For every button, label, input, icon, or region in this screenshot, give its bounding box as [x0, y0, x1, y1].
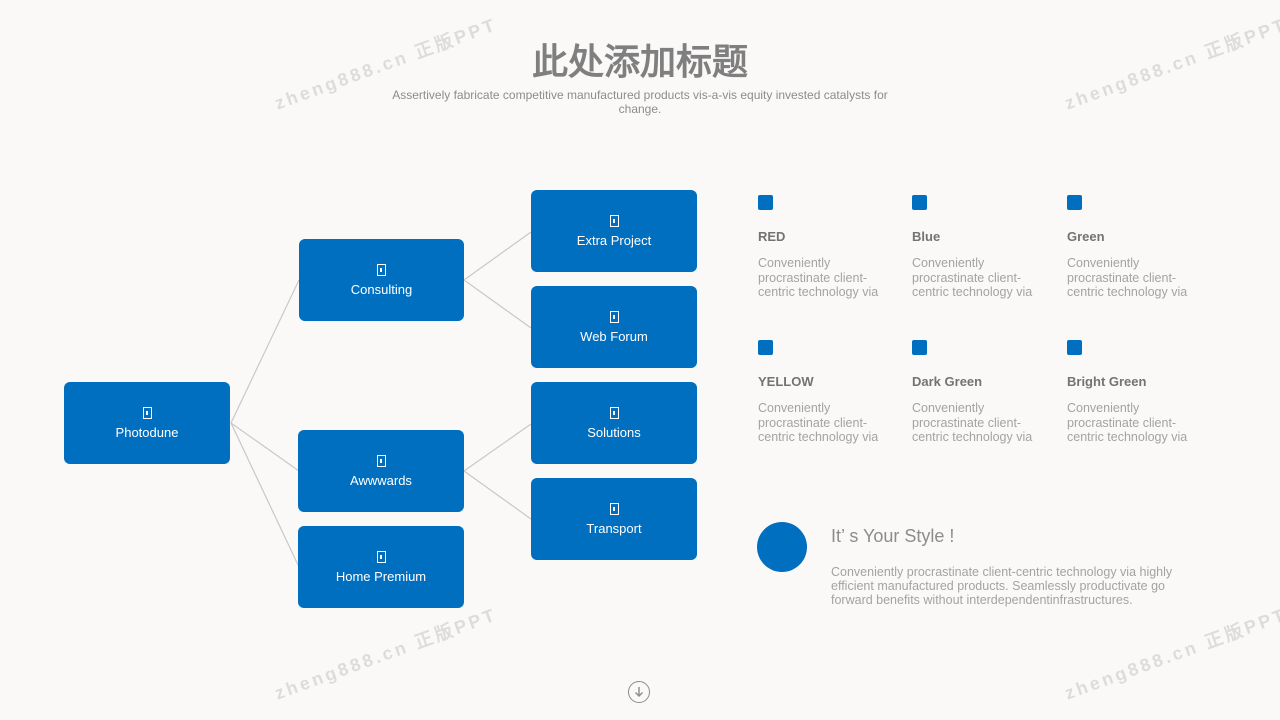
node-label: Extra Project: [576, 232, 652, 248]
node-label: Photodune: [115, 424, 179, 440]
node-label: Web Forum: [580, 328, 648, 344]
legend-swatch: [758, 340, 773, 355]
legend-desc: Conveniently procrastinate client-centri…: [912, 256, 1033, 299]
placeholder-glyph-icon: [609, 214, 619, 227]
style-title: It’ s Your Style !: [831, 526, 955, 546]
legend-item-bright-green: Bright Green Conveniently procrastinate …: [1067, 340, 1207, 445]
node-web-forum: Web Forum: [531, 286, 697, 368]
node-label: Home Premium: [335, 568, 427, 584]
legend-label: Green: [1067, 229, 1105, 244]
node-photodune: Photodune: [64, 382, 230, 464]
node-transport: Transport: [531, 478, 697, 560]
page-title: 此处添加标题: [531, 42, 748, 83]
placeholder-glyph-icon: [609, 502, 619, 515]
legend-item-red: RED Conveniently procrastinate client-ce…: [758, 195, 898, 300]
connector-root-home-premium: [230, 422, 300, 568]
legend-swatch: [758, 195, 773, 210]
node-label: Transport: [586, 520, 642, 536]
node-extra-project: Extra Project: [531, 190, 697, 272]
style-description: Conveniently procrastinate client-centri…: [831, 565, 1173, 607]
placeholder-glyph-icon: [377, 263, 386, 276]
legend-desc: Conveniently procrastinate client-centri…: [1067, 256, 1188, 299]
node-label: Consulting: [350, 281, 413, 297]
connector-consulting-web-forum: [463, 279, 532, 329]
connector-root-awwwards: [230, 422, 300, 472]
connector-consulting-extra-project: [463, 231, 532, 281]
legend-swatch: [912, 195, 927, 210]
legend-swatch: [1067, 340, 1082, 355]
node-solutions: Solutions: [531, 382, 697, 464]
legend-item-dark-green: Dark Green Conveniently procrastinate cl…: [912, 340, 1052, 445]
legend-label: Bright Green: [1067, 374, 1147, 389]
arrow-down-icon: [635, 687, 643, 697]
legend-item-yellow: YELLOW Conveniently procrastinate client…: [758, 340, 898, 445]
connector-awwwards-solutions: [463, 423, 532, 472]
legend-label: RED: [758, 229, 786, 244]
placeholder-glyph-icon: [142, 406, 152, 419]
placeholder-glyph-icon: [376, 454, 386, 467]
legend-desc: Conveniently procrastinate client-centri…: [758, 401, 879, 444]
legend-desc: Conveniently procrastinate client-centri…: [912, 401, 1033, 444]
legend-item-green: Green Conveniently procrastinate client-…: [1067, 195, 1207, 300]
placeholder-glyph-icon: [376, 550, 386, 563]
placeholder-glyph-icon: [609, 310, 619, 323]
legend-item-blue: Blue Conveniently procrastinate client-c…: [912, 195, 1052, 300]
legend-label: Dark Green: [912, 374, 983, 389]
node-label: Solutions: [587, 424, 641, 440]
node-label: Awwwards: [350, 472, 412, 488]
legend-swatch: [1067, 195, 1082, 210]
style-circle: [757, 522, 807, 572]
legend-label: YELLOW: [758, 374, 814, 389]
scroll-down-button[interactable]: [628, 681, 650, 703]
legend-swatch: [912, 340, 927, 355]
page-subtitle: Assertively fabricate competitive manufa…: [392, 88, 888, 116]
legend-desc: Conveniently procrastinate client-centri…: [758, 256, 879, 299]
legend-label: Blue: [912, 229, 941, 244]
node-home-premium: Home Premium: [298, 526, 464, 608]
placeholder-glyph-icon: [609, 406, 619, 419]
legend-desc: Conveniently procrastinate client-centri…: [1067, 401, 1188, 444]
node-consulting: Consulting: [299, 239, 464, 321]
node-awwwards: Awwwards: [298, 430, 464, 512]
connector-awwwards-transport: [463, 470, 532, 520]
connector-root-consulting: [230, 279, 300, 424]
